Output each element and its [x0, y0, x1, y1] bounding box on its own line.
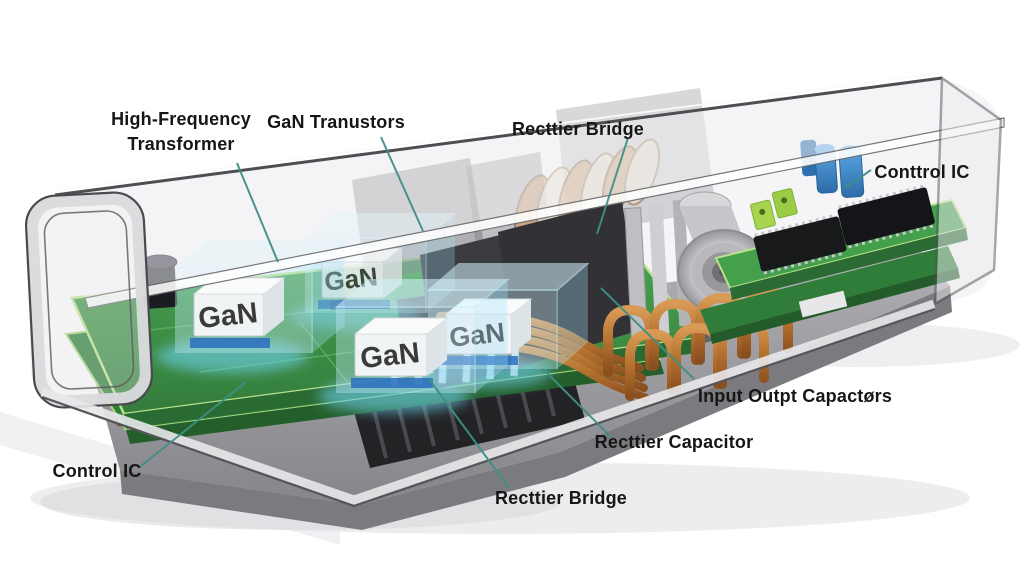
label-control-ic-left: Control IC	[52, 461, 142, 481]
label-rectifier-bridge-top: Recttier Bridge	[511, 119, 645, 139]
terminal-blocks	[750, 188, 798, 230]
callout-leaders	[140, 136, 872, 489]
pcb-right	[700, 139, 968, 344]
leader-hf-transformer	[236, 162, 279, 263]
leader-gan-transistors	[380, 136, 424, 232]
gan-chip-label: GaN	[197, 297, 260, 335]
label-control-ic-right: Conttrol IC	[874, 162, 970, 182]
label-gan-transistors: GaN Tranustors	[267, 112, 405, 132]
label-rectifier-bridge-bottom: Recttier Bridge	[494, 488, 628, 508]
gan-cube: GaN	[412, 262, 590, 388]
control-ic-chip-1	[753, 213, 847, 275]
label-rectifier-capacitor: Recttier Capacitor	[594, 432, 754, 452]
label-input-output-capacitors: Input Outpt Capactørs	[697, 386, 893, 406]
label-high-frequency-transformer: High-Frequency Transformer	[111, 107, 251, 157]
acrylic-case	[24, 72, 1005, 508]
leader-control-ic-left	[140, 381, 247, 467]
label-line: High-Frequency	[111, 109, 251, 129]
control-ic-chip-2	[837, 184, 935, 249]
gan-cube: GaN	[318, 278, 510, 413]
leader-control-ic-right	[844, 169, 872, 189]
leader-rectifier-capacitor	[542, 368, 612, 438]
case-right-cap	[933, 76, 1003, 306]
gan-chip-label: GaN	[359, 337, 422, 375]
leader-input-output-capacitors	[600, 287, 695, 380]
label-line: Transformer	[127, 134, 235, 154]
case-left-ring	[24, 191, 154, 409]
leader-rectifier-bridge-top	[596, 137, 629, 235]
gan-chip-label: GaN	[448, 317, 506, 353]
leader-rectifier-bridge-bottom	[428, 378, 510, 489]
